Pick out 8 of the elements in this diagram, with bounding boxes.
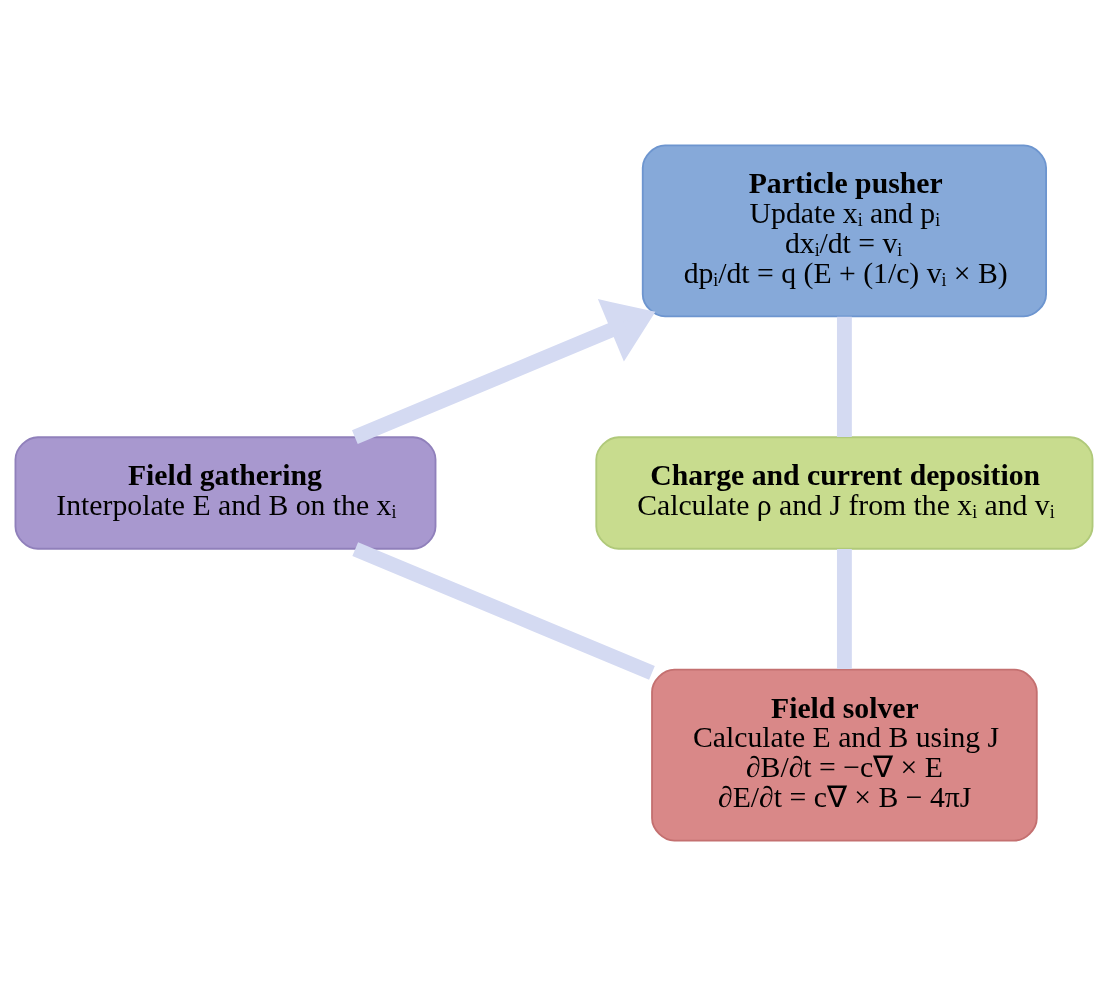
node-box: Particle pusher Update xᵢ and pᵢ dxᵢ/dt = vᵢ dpᵢ/dt = q (E + (1/c) vᵢ × B)	[641, 144, 1047, 318]
node-box: Field gathering Interpolate E and B on the xᵢ	[14, 436, 437, 550]
connector	[836, 549, 852, 670]
connector	[836, 316, 852, 437]
connector	[352, 542, 655, 680]
node-box: Field solver Calculate E and B using J ∂B/∂t = −c∇ × E ∂E/∂t = c∇ × B − 4πJ	[651, 668, 1038, 842]
arrow	[352, 299, 656, 444]
node-box: Charge and current deposition Calculate ρ and J from the xᵢ and vᵢ	[595, 436, 1094, 550]
